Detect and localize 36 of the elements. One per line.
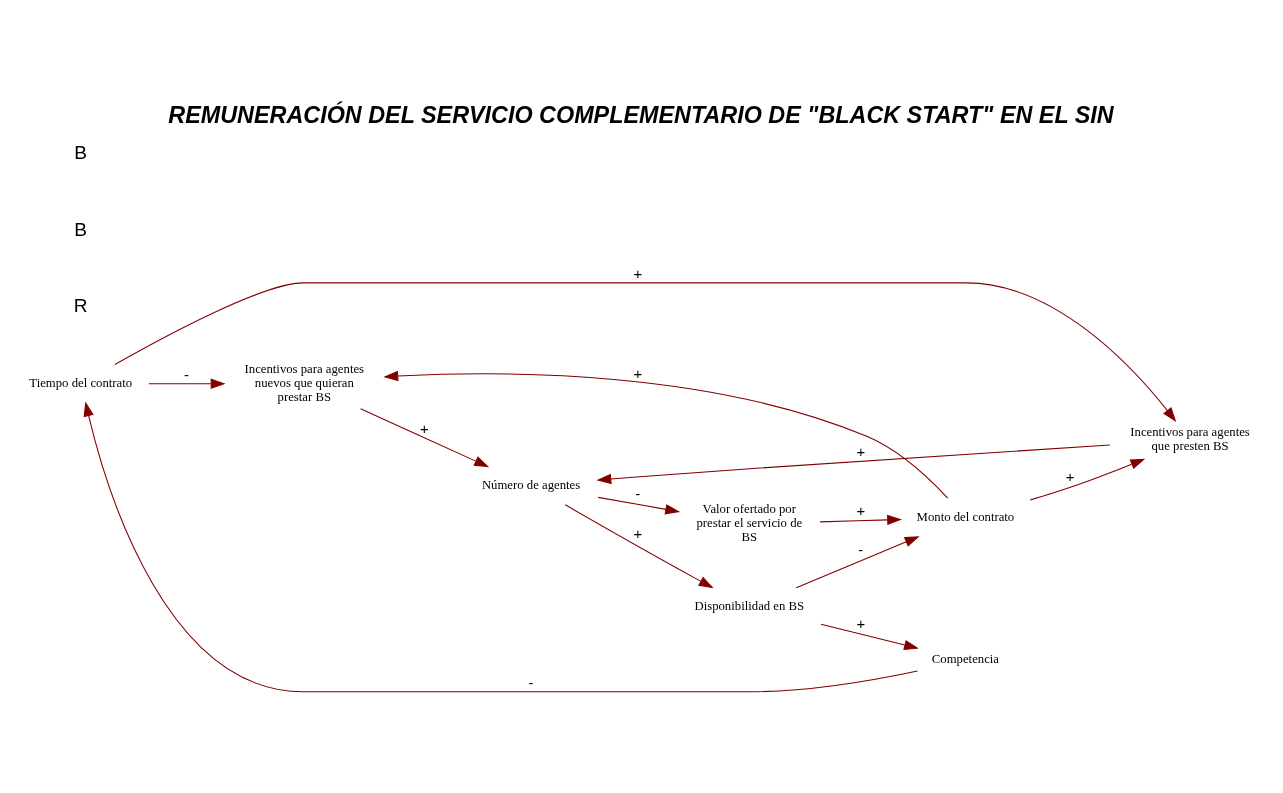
edge-label: - (183, 366, 189, 383)
arrow (148, 378, 226, 389)
arrow (795, 536, 920, 589)
arrow (83, 401, 918, 693)
edge-label: + (633, 365, 643, 382)
node-text: Incentivos para agentes nuevos que quieran prestar BS (244, 362, 365, 404)
edge-label: - (635, 485, 641, 502)
label: B (74, 142, 88, 164)
arrow (1029, 458, 1146, 501)
edge-label: + (856, 616, 866, 633)
edge-label: + (856, 444, 866, 461)
node-text: Tiempo del contrato (29, 376, 133, 391)
arrow (383, 370, 949, 499)
label: R (73, 294, 88, 316)
edge-label: - (858, 541, 864, 558)
edge-label: + (419, 420, 429, 437)
diagram-title: REMUNERACIÓN DEL SERVICIO COMPLEMENTARIO DE "BLACK START" EN EL SIN (168, 102, 1114, 129)
label: B (74, 218, 88, 240)
arrow (597, 496, 681, 515)
arrow (819, 514, 903, 526)
edge-label: + (633, 265, 643, 282)
node-text: Disponibilidad en BS (694, 599, 805, 614)
edge-label: + (633, 526, 643, 543)
node-text: Número de agentes (481, 478, 581, 493)
node-text: Monto del contrato (916, 509, 1015, 524)
arrow (360, 408, 490, 468)
edge-label: + (1065, 468, 1075, 485)
arrow (564, 504, 714, 589)
edge-label: + (856, 502, 866, 519)
arrow (596, 444, 1111, 485)
node-text: Valor ofertado por prestar el servicio de BS (696, 502, 803, 545)
edge-label: - (528, 674, 534, 691)
arrow (820, 623, 919, 651)
arrow (114, 282, 1177, 423)
node-text: Incentivos para agentes que presten BS (1130, 425, 1250, 454)
node-text: Competencia (931, 652, 1000, 667)
